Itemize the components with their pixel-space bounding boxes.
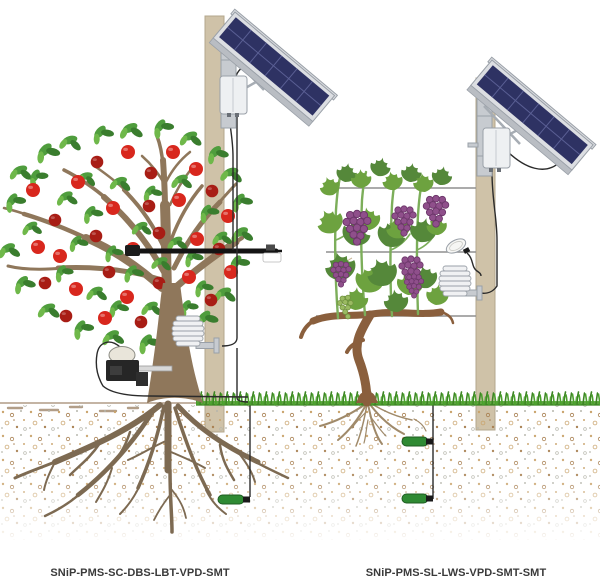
station-cables-right: [480, 151, 561, 294]
stem-dendrometer: [95, 341, 249, 398]
soil-moisture-sensor-left: [217, 402, 251, 505]
grapevine-trunk: [299, 308, 455, 407]
solar-panel-right: [466, 56, 597, 176]
branch-sensor-boom: [125, 244, 282, 263]
solar-assembly-right: [466, 56, 597, 177]
radiation-shield-left: [171, 315, 220, 354]
radiation-shield-right: [438, 265, 483, 301]
soil-moisture-sensor-lower: [401, 493, 433, 504]
grass: [196, 390, 600, 406]
soil-moisture-sensor-upper: [401, 436, 433, 447]
right-system-label: SNiP-PMS-SL-LWS-VPD-SMT-SMT: [365, 567, 547, 579]
left-system-label: SNiP-PMS-SC-DBS-LBT-VPD-SMT: [50, 567, 230, 579]
datalogger-enclosure-right: [482, 127, 511, 172]
solar-assembly-left: [208, 8, 339, 129]
datalogger-enclosure-left: [219, 75, 248, 117]
grapevine: [299, 155, 476, 407]
grapevine-leaves: [312, 155, 454, 315]
apple-tree-roots: [13, 400, 290, 534]
soil-texture: [0, 405, 600, 540]
solar-panel-left: [208, 8, 339, 127]
soil-moisture-sensors-right: [401, 402, 434, 504]
apple-tree-trunk: [147, 283, 203, 403]
leaf-wetness-sensor: [445, 238, 482, 277]
apple-tree: [0, 113, 257, 403]
